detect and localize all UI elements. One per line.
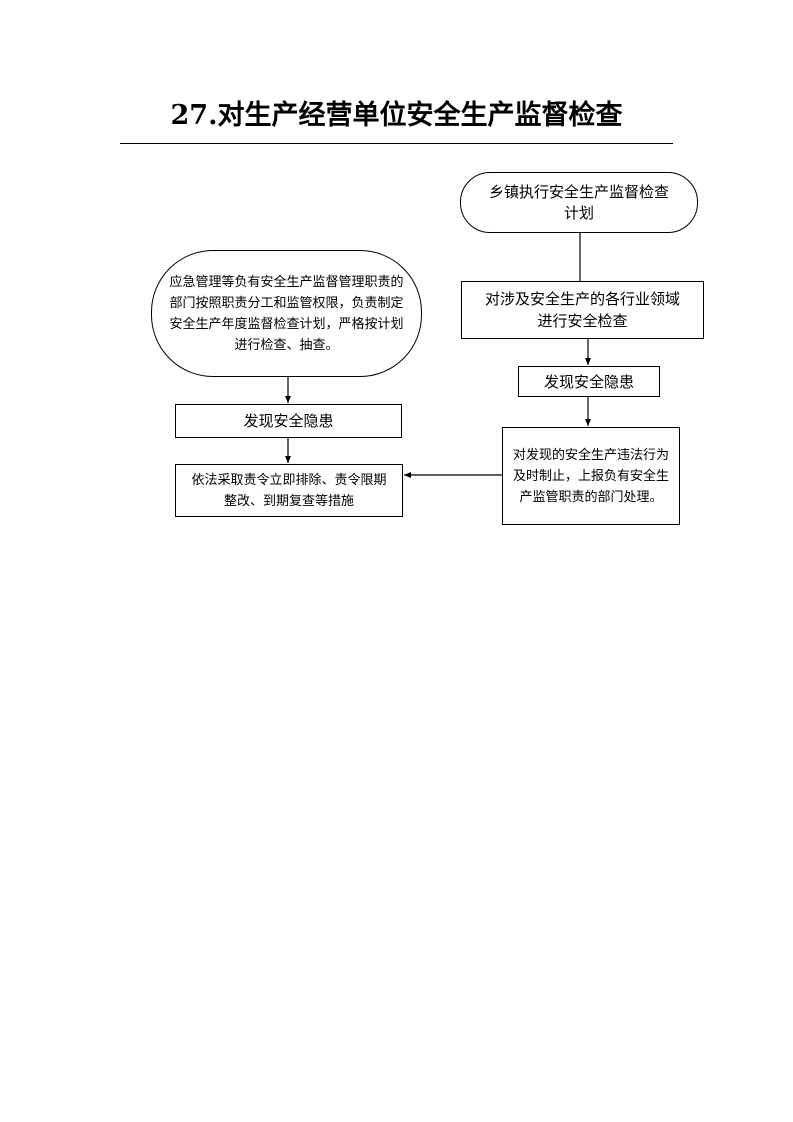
node-sector-inspection: 对涉及安全生产的各行业领域进行安全检查 bbox=[461, 281, 704, 339]
page-title: 27.对生产经营单位安全生产监督检查 bbox=[170, 100, 623, 131]
node-stop-and-report: 对发现的安全生产违法行为及时制止，上报负有安全生产监管职责的部门处理。 bbox=[502, 427, 680, 525]
node-departments-annual-plan: 应急管理等负有安全生产监督管理职责的部门按照职责分工和监管权限，负责制定安全生产… bbox=[151, 250, 422, 377]
node-sector-inspection-text: 对涉及安全生产的各行业领域进行安全检查 bbox=[484, 290, 680, 330]
node-town-inspection-plan: 乡镇执行安全生产监督检查计划 bbox=[460, 172, 698, 233]
node-rectification-measures: 依法采取责令立即排除、责令限期整改、到期复查等措施 bbox=[175, 464, 403, 517]
node-hazard-found-left: 发现安全隐患 bbox=[175, 404, 402, 438]
node-departments-annual-plan-text: 应急管理等负有安全生产监督管理职责的部门按照职责分工和监管权限，负责制定安全生产… bbox=[169, 274, 404, 353]
node-stop-and-report-text: 对发现的安全生产违法行为及时制止，上报负有安全生产监管职责的部门处理。 bbox=[513, 447, 670, 505]
node-town-inspection-plan-text: 乡镇执行安全生产监督检查计划 bbox=[488, 182, 669, 222]
node-hazard-found-right-text: 发现安全隐患 bbox=[543, 372, 634, 391]
node-hazard-found-right: 发现安全隐患 bbox=[518, 366, 660, 397]
node-rectification-measures-text: 依法采取责令立即排除、责令限期整改、到期复查等措施 bbox=[191, 472, 387, 509]
title-underline bbox=[120, 143, 673, 144]
node-hazard-found-left-text: 发现安全隐患 bbox=[243, 412, 334, 430]
